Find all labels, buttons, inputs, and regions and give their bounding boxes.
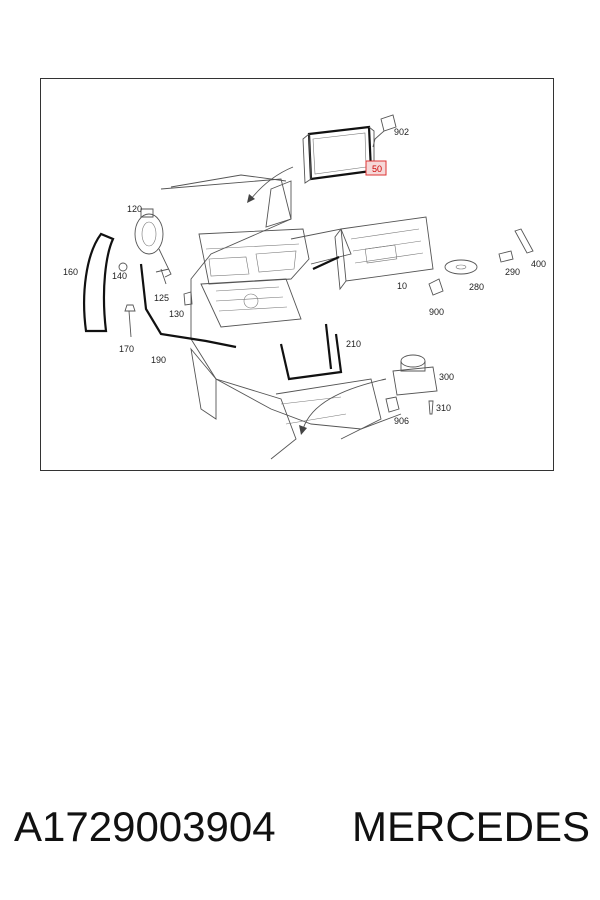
connector-902 bbox=[372, 114, 397, 148]
parts-diagram-frame: 50 902 120 160 140 125 130 170 190 210 1… bbox=[40, 78, 554, 471]
disc-280 bbox=[444, 259, 478, 275]
connector-906 bbox=[385, 396, 400, 413]
connector-900 bbox=[428, 278, 444, 296]
callout-50: 50 bbox=[372, 164, 382, 174]
bracket-210 bbox=[279, 333, 343, 381]
callout-400: 400 bbox=[531, 259, 546, 269]
display-unit-50 bbox=[302, 125, 375, 184]
clip-130 bbox=[183, 291, 193, 306]
controller-300 bbox=[392, 354, 438, 396]
callout-210: 210 bbox=[346, 339, 361, 349]
duct-160 bbox=[83, 232, 115, 333]
hose-190 bbox=[139, 263, 237, 349]
callout-120: 120 bbox=[127, 204, 142, 214]
card-290 bbox=[498, 250, 514, 263]
arrow-icon bbox=[299, 425, 307, 435]
screw-170 bbox=[124, 304, 136, 338]
callout-160: 160 bbox=[63, 267, 78, 277]
highlighted-callout-box bbox=[365, 160, 387, 176]
callout-280: 280 bbox=[469, 282, 484, 292]
callout-310: 310 bbox=[436, 403, 451, 413]
callout-130: 130 bbox=[169, 309, 184, 319]
stick-400 bbox=[514, 228, 534, 254]
callout-902: 902 bbox=[394, 127, 409, 137]
callout-906: 906 bbox=[394, 416, 409, 426]
screw-310 bbox=[428, 400, 434, 415]
callout-10: 10 bbox=[397, 281, 407, 291]
callout-170: 170 bbox=[119, 344, 134, 354]
callout-125: 125 bbox=[154, 293, 169, 303]
arrow-icon bbox=[247, 194, 255, 203]
part-number: A1729003904 bbox=[14, 803, 276, 850]
callout-140: 140 bbox=[112, 271, 127, 281]
head-unit-10 bbox=[334, 216, 434, 291]
blower-120 bbox=[134, 208, 172, 278]
clip-140 bbox=[118, 262, 128, 272]
brand-name: MERCEDES bbox=[352, 803, 591, 850]
dashboard-drawing bbox=[160, 174, 402, 460]
exploded-parts-diagram: 50 902 120 160 140 125 130 170 190 210 1… bbox=[63, 114, 546, 460]
product-caption: A1729003904 MERCEDES bbox=[14, 803, 594, 863]
bracket-125 bbox=[155, 268, 170, 285]
callout-900: 900 bbox=[429, 307, 444, 317]
callout-290: 290 bbox=[505, 267, 520, 277]
callout-190: 190 bbox=[151, 355, 166, 365]
callout-300: 300 bbox=[439, 372, 454, 382]
